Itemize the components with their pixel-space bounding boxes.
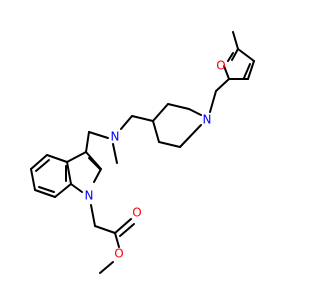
bond	[167, 103, 190, 110]
bond	[93, 168, 102, 183]
bond	[34, 189, 56, 198]
bond	[223, 65, 230, 80]
bond	[88, 131, 109, 139]
bond	[215, 78, 230, 92]
bond	[94, 225, 116, 234]
bond	[179, 124, 202, 148]
bond	[152, 103, 169, 122]
bond	[46, 154, 68, 163]
atom-n-amine: N	[111, 130, 120, 144]
bond	[131, 115, 154, 122]
bond	[120, 115, 133, 130]
bond	[188, 108, 202, 116]
bond	[99, 261, 114, 274]
bond	[38, 186, 55, 193]
atom-n-piperidine: N	[203, 113, 212, 127]
bond	[247, 60, 255, 80]
atom-label: N	[85, 189, 94, 203]
bond	[54, 183, 72, 198]
bond	[70, 183, 83, 193]
atom-label: N	[203, 113, 212, 127]
bond	[85, 131, 90, 153]
bond	[232, 31, 239, 50]
bond	[66, 161, 72, 185]
atom-layer: N N N O O O	[85, 59, 226, 261]
atom-label: O	[114, 247, 123, 261]
atom-label: O	[216, 59, 225, 73]
structure-drawing: N N N O O O	[30, 31, 255, 274]
bond	[158, 141, 181, 148]
bond	[88, 157, 101, 170]
bond	[237, 48, 255, 62]
bond	[66, 151, 87, 163]
atom-label: N	[111, 130, 120, 144]
atom-o-furan: O	[216, 59, 225, 73]
bond	[119, 223, 135, 237]
atom-label: O	[132, 206, 141, 220]
bond	[30, 168, 36, 191]
bond	[30, 154, 48, 170]
bond	[90, 204, 96, 227]
bond	[209, 90, 217, 113]
atom-o-ester: O	[114, 247, 123, 261]
bond	[114, 218, 132, 234]
atom-o-carbonyl: O	[132, 206, 141, 220]
bond	[243, 63, 251, 79]
bond	[231, 48, 239, 61]
molecule-diagram: N N N O O O	[30, 31, 255, 274]
bond	[227, 52, 234, 62]
atom-n-indole: N	[85, 189, 94, 203]
bond-layer	[30, 31, 255, 274]
bond	[35, 159, 50, 172]
bond	[152, 120, 160, 143]
bond	[112, 143, 118, 164]
bond	[114, 232, 120, 248]
